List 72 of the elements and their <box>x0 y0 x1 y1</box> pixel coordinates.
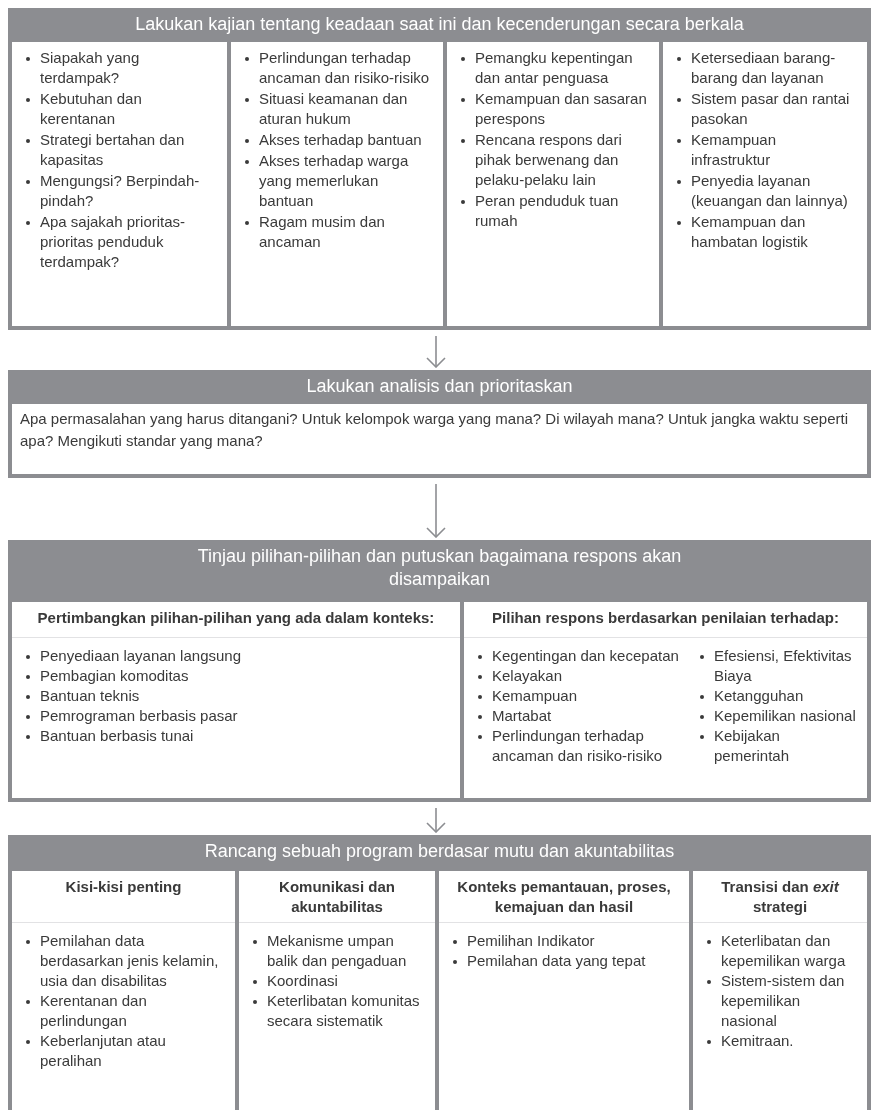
bullet-item: Pemilahan data berdasarkan jenis kelamin, usia dan disabilitas <box>20 931 227 991</box>
column-panel <box>439 871 689 1110</box>
step-panel <box>8 8 871 330</box>
column-panel <box>464 602 867 798</box>
bullet-item: Koordinasi <box>247 971 427 991</box>
bullet-item: Efesiensi, Efektivitas Biaya <box>694 646 859 686</box>
bullet-item: Kemampuan dan sasaran perespons <box>455 89 651 129</box>
bullet-item: Perlindungan terhadap ancaman dan risiko-risiko <box>239 48 435 88</box>
column-panel <box>239 871 435 1110</box>
bullet-item: Ketersediaan barang-barang dan layanan <box>671 48 859 88</box>
step-heading: Rancang sebuah program berdasar mutu dan akuntabilitas <box>203 840 676 863</box>
bullet-item: Perlindungan terhadap ancaman dan risiko-risiko <box>472 726 690 766</box>
column-panel <box>12 602 460 798</box>
bullet-item: Kebutuhan dan kerentanan <box>20 89 219 129</box>
column-panel <box>12 42 227 326</box>
column-heading: Kisi-kisi penting <box>64 877 183 897</box>
step-heading: Lakukan kajian tentang keadaan saat ini dan kecenderungan secara berkala <box>134 13 745 36</box>
column-heading: Pilihan respons berdasarkan penilaian terhadap: <box>491 608 840 628</box>
bullet-item: Peran penduduk tuan rumah <box>455 191 651 231</box>
bullet-item: Mengungsi? Berpindah-pindah? <box>20 171 219 211</box>
bullet-item: Kebijakan pemerintah <box>694 726 859 766</box>
bullet-item: Kepemilikan nasional <box>694 706 859 726</box>
bullet-item: Keterlibatan komunitas secara sistematik <box>247 991 427 1031</box>
down-arrow <box>426 483 446 538</box>
bullet-item: Keterlibatan dan kepemilikan warga <box>701 931 859 971</box>
column-heading: Komunikasi dan akuntabilitas <box>278 877 396 917</box>
bullet-item: Kerentanan dan perlindungan <box>20 991 227 1031</box>
step-panel <box>8 835 871 1110</box>
column-panel <box>231 42 443 326</box>
bullet-item: Penyedia layanan (keuangan dan lainnya) <box>671 171 859 211</box>
bullet-item: Kegentingan dan kecepatan <box>472 646 690 666</box>
bullet-item: Pemrograman berbasis pasar <box>20 706 452 726</box>
bullet-item: Pembagian komoditas <box>20 666 452 686</box>
column-heading: Konteks pemantauan, proses, kemajuan dan hasil <box>456 877 672 917</box>
column-panel <box>447 42 659 326</box>
bullet-item: Situasi keamanan dan aturan hukum <box>239 89 435 129</box>
bullet-item: Ketangguhan <box>694 686 859 706</box>
bullet-item: Keberlanjutan atau peralihan <box>20 1031 227 1071</box>
step-heading: Lakukan analisis dan prioritaskan <box>305 375 574 398</box>
bullet-item: Martabat <box>472 706 690 726</box>
bullet-item: Kemampuan dan hambatan logistik <box>671 212 859 252</box>
column-heading: Transisi dan exit strategi <box>720 877 841 917</box>
bullet-item: Bantuan teknis <box>20 686 452 706</box>
bullet-item: Kemampuan infrastruktur <box>671 130 859 170</box>
bullet-item: Kelayakan <box>472 666 690 686</box>
down-arrow <box>426 807 446 833</box>
bullet-item: Akses terhadap warga yang memerlukan bantuan <box>239 151 435 211</box>
bullet-item: Siapakah yang terdampak? <box>20 48 219 88</box>
column-panel <box>663 42 867 326</box>
bullet-item: Bantuan berbasis tunai <box>20 726 452 746</box>
bullet-item: Pemilihan Indikator <box>447 931 681 951</box>
step-panel <box>8 370 871 478</box>
bullet-item: Pemilahan data yang tepat <box>447 951 681 971</box>
down-arrow <box>426 335 446 368</box>
bullet-item: Kemampuan <box>472 686 690 706</box>
column-panel <box>12 871 235 1110</box>
bullet-item: Rencana respons dari pihak berwenang dan pelaku-pelaku lain <box>455 130 651 190</box>
bullet-item: Sistem-sistem dan kepemilikan nasional <box>701 971 859 1031</box>
bullet-item: Strategi bertahan dan kapasitas <box>20 130 219 170</box>
step-heading: Tinjau pilihan-pilihan dan putuskan bagaimana respons akan disampaikan <box>196 545 683 591</box>
bullet-item: Ragam musim dan ancaman <box>239 212 435 252</box>
column-heading: Pertimbangkan pilihan-pilihan yang ada dalam konteks: <box>36 608 436 628</box>
bullet-item: Apa sajakah prioritas-prioritas penduduk terdampak? <box>20 212 219 272</box>
bullet-item: Kemitraan. <box>701 1031 859 1051</box>
bullet-item: Mekanisme umpan balik dan pengaduan <box>247 931 427 971</box>
bullet-item: Akses terhadap bantuan <box>239 130 435 150</box>
bullet-item: Penyediaan layanan langsung <box>20 646 452 666</box>
column-panel <box>693 871 867 1110</box>
question-text: Apa permasalahan yang harus ditangani? Untuk kelompok warga yang mana? Di wilayah mana? Untuk jangka waktu seperti apa? Mengikuti standar yang mana? <box>12 404 867 474</box>
step-panel <box>8 540 871 802</box>
bullet-item: Pemangku kepentingan dan antar penguasa <box>455 48 651 88</box>
bullet-item: Sistem pasar dan rantai pasokan <box>671 89 859 129</box>
